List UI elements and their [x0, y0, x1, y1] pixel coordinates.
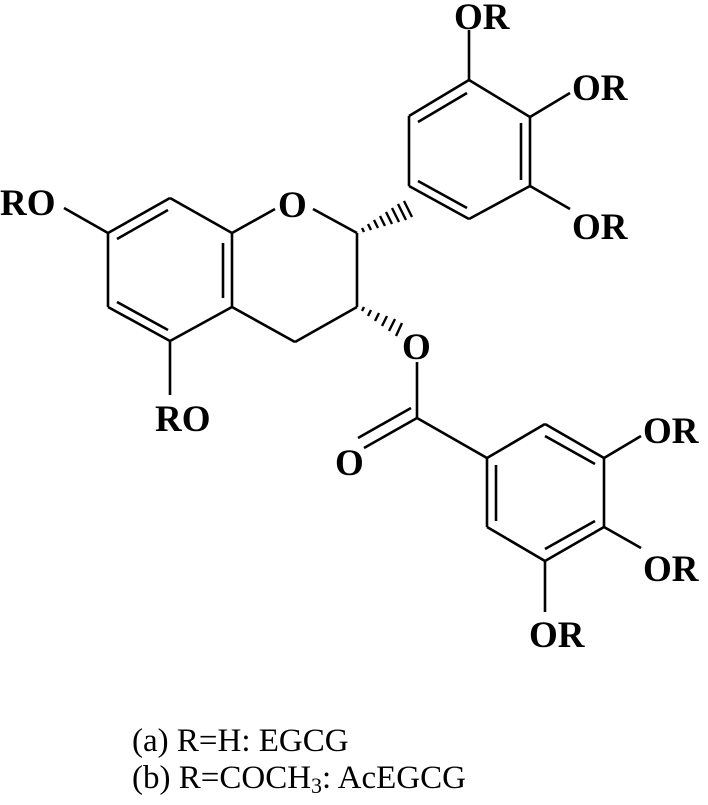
- label-ro-a7: RO: [0, 183, 56, 224]
- caption-b-subscript: 3: [311, 773, 323, 798]
- b-ring: [407, 30, 571, 221]
- label-ring-oxygen: O: [278, 185, 307, 226]
- caption-a-prefix: (a) R=H:: [132, 723, 259, 759]
- caption-line-b: (b) R=COCH3: AcEGCG: [132, 760, 466, 798]
- label-carbonyl-oxygen: O: [335, 443, 364, 484]
- galloyl-ring: [485, 422, 642, 612]
- caption-a-name: EGCG: [258, 723, 349, 759]
- bond-a7-o: [63, 206, 109, 235]
- label-or-g3: OR: [643, 411, 700, 452]
- caption-b-name: AcEGCG: [337, 760, 466, 796]
- c-ring: [231, 207, 359, 344]
- label-or-g5: OR: [529, 615, 586, 656]
- label-or-b5: OR: [572, 207, 629, 248]
- caption-b-suffix: :: [322, 760, 338, 796]
- label-or-g4: OR: [643, 549, 700, 590]
- label-ester-oxygen: O: [402, 327, 431, 368]
- ester-group: [357, 362, 488, 460]
- a-ring: [106, 196, 234, 343]
- label-or-b4: OR: [572, 68, 629, 109]
- label-ro-a5: RO: [155, 399, 211, 440]
- caption-line-a: (a) R=H: EGCG: [132, 725, 349, 758]
- hashed-wedge-c2: [360, 200, 414, 233]
- caption-b-prefix: (b) R=COCH: [132, 760, 312, 796]
- hashed-wedge-c3: [360, 306, 404, 337]
- label-or-b3: OR: [454, 0, 511, 38]
